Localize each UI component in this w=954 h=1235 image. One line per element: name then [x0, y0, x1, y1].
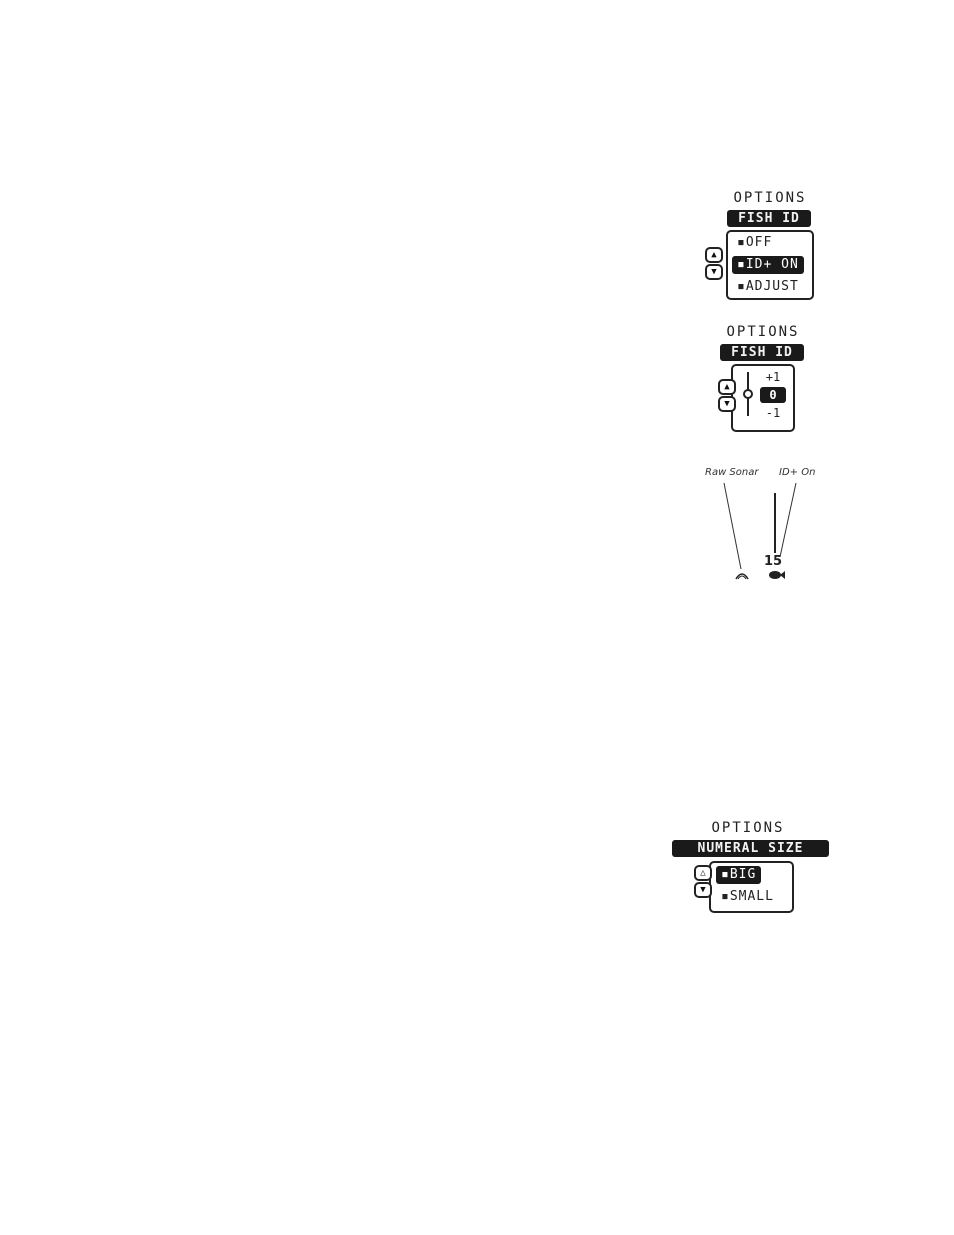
- option-big[interactable]: ▪BIG: [716, 866, 762, 884]
- option-small-label: SMALL: [729, 889, 774, 904]
- option-adjust[interactable]: ▪ADJUST: [737, 279, 799, 294]
- option-off[interactable]: ▪OFF: [737, 235, 773, 250]
- value-minus-one[interactable]: -1: [765, 406, 781, 420]
- sonar-illustration: Raw Sonar ID+ On 15: [700, 465, 830, 590]
- up-arrow-icon[interactable]: ▲: [705, 247, 723, 263]
- option-adjust-label: ADJUST: [745, 279, 799, 294]
- down-arrow-icon[interactable]: ▼: [705, 264, 723, 280]
- depth-label: 15: [764, 554, 783, 569]
- down-arrow-icon[interactable]: ▼: [718, 396, 736, 412]
- option-id-on[interactable]: ▪ID+ ON: [732, 256, 804, 274]
- fish-id-banner: FISH ID: [720, 344, 804, 361]
- options-title: OPTIONS: [726, 324, 800, 340]
- option-id-on-label: ID+ ON: [745, 257, 799, 272]
- up-arrow-icon[interactable]: ▲: [718, 379, 736, 395]
- option-big-label: BIG: [729, 867, 757, 882]
- fish-id-menu-panel: OPTIONS FISH ID ▪OFF ▪ID+ ON ▪ADJUST ▲ ▼: [700, 188, 820, 308]
- fish-icon: [769, 571, 785, 579]
- adjust-slider-knob[interactable]: [743, 389, 753, 399]
- raw-sonar-label: Raw Sonar: [705, 467, 759, 478]
- value-plus-one[interactable]: +1: [765, 370, 781, 384]
- fish-id-banner: FISH ID: [727, 210, 811, 227]
- options-title: OPTIONS: [711, 820, 785, 836]
- numeral-size-banner: NUMERAL SIZE: [672, 840, 829, 857]
- callout-lines: [723, 482, 797, 570]
- fish-id-adjust-panel: OPTIONS FISH ID +1 0 -1 ▲ ▼: [700, 322, 820, 437]
- raw-sonar-callout-line: [723, 482, 742, 570]
- value-zero[interactable]: 0: [760, 387, 786, 403]
- id-on-callout-line: [779, 482, 797, 558]
- options-title: OPTIONS: [733, 190, 807, 206]
- option-off-label: OFF: [745, 235, 773, 250]
- fish-arch-icon: [735, 573, 749, 580]
- id-on-label: ID+ On: [779, 467, 816, 478]
- down-arrow-icon[interactable]: ▼: [694, 882, 712, 898]
- option-small[interactable]: ▪SMALL: [721, 889, 774, 904]
- up-arrow-icon[interactable]: △: [694, 865, 712, 881]
- numeral-size-panel: OPTIONS NUMERAL SIZE ▪BIG ▪SMALL △ ▼: [668, 818, 833, 918]
